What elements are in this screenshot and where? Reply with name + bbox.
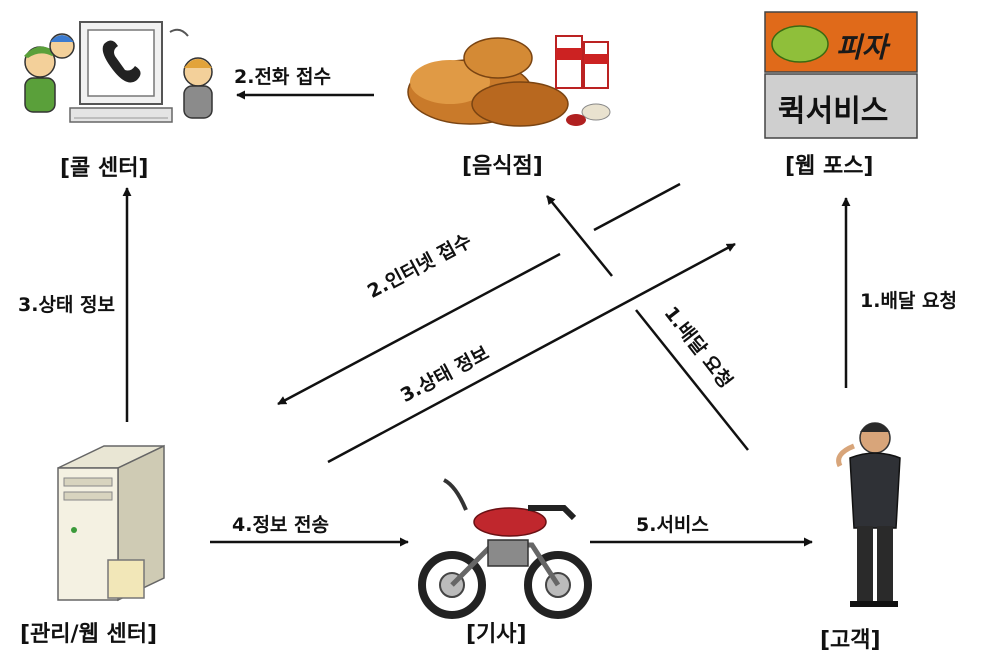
customer-label: [고객] <box>820 628 881 653</box>
customer-illustration <box>836 422 901 607</box>
edge-label-phone-receipt: 2.전화 접수 <box>234 66 331 88</box>
arrow-delivery-request-diag <box>546 195 749 451</box>
fried-chicken-illustration <box>407 35 611 127</box>
edge-label-status-info-left: 3.상태 정보 <box>18 294 115 316</box>
arrow-status-info-center <box>327 242 736 464</box>
web-pos-label: [웹 포스] <box>785 154 874 179</box>
call-center-label: [콜 센터] <box>60 156 149 181</box>
web-pos-sign <box>764 11 918 139</box>
management-center-label: [관리/웹 센터] <box>20 622 158 647</box>
arrow-internet-receipt <box>277 182 681 406</box>
web-pos-sign-top-text: 피자 <box>836 31 888 64</box>
edge-label-info-transfer: 4.정보 전송 <box>232 514 329 536</box>
edge-label-delivery-request-right: 1.배달 요청 <box>860 290 957 312</box>
call-center-illustration <box>24 21 213 123</box>
server-illustration <box>57 444 165 602</box>
rider-label: [기사] <box>466 622 527 647</box>
edge-label-service: 5.서비스 <box>636 514 709 536</box>
restaurant-label: [음식점] <box>462 154 543 179</box>
web-pos-sign-bottom-text: 퀵서비스 <box>778 94 889 129</box>
motorcycle-illustration <box>418 478 592 619</box>
